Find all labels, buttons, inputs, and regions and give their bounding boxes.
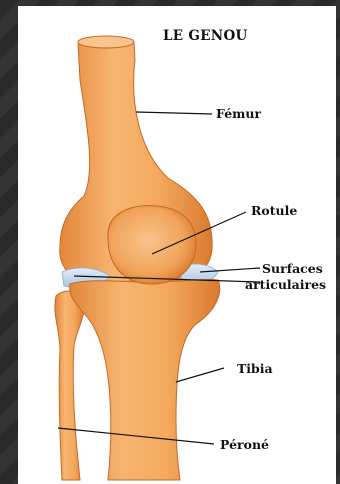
label-perone: Péroné xyxy=(220,437,269,452)
label-tibia: Tibia xyxy=(237,361,273,376)
tibia-leader-line xyxy=(176,368,224,382)
femur-top xyxy=(78,36,134,48)
label-rotule: Rotule xyxy=(251,203,297,218)
label-surfaces-line2: articulaires xyxy=(245,277,326,292)
figure-title: LE GENOU xyxy=(163,28,248,44)
label-femur: Fémur xyxy=(216,106,261,121)
tibia-bone xyxy=(70,279,220,480)
label-surfaces-line1: Surfaces xyxy=(262,261,323,276)
femur-leader-line xyxy=(136,112,212,114)
patella-bone xyxy=(108,206,196,284)
fibula-bone xyxy=(55,291,84,480)
